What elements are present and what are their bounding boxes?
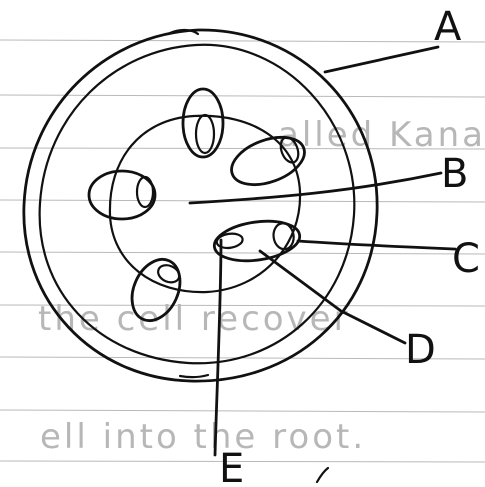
ring-tick-top [168, 28, 200, 36]
bleed-through-text-line-1: alled Kanal - Ov [278, 115, 485, 155]
xylem-vessel-top [181, 87, 225, 159]
xylem-vessel-left [87, 169, 157, 221]
bleed-through-text-line-3: ell into the root. [40, 417, 366, 457]
label-a: A [434, 4, 462, 50]
leader-line-d [258, 249, 407, 345]
xylem-vessel-bottom-left [130, 258, 182, 322]
outer-ring [22, 28, 379, 383]
label-d: D [405, 327, 436, 373]
leader-line-c [296, 239, 457, 251]
xylem-vessel-upper-right [230, 135, 306, 187]
label-c: C [452, 236, 480, 282]
stray-pen-mark [315, 466, 330, 484]
xylem-vessel-lower-right [212, 219, 302, 263]
bleed-through-text-line-2: the cell recover [38, 299, 351, 339]
notebook-ruled-lines [0, 39, 485, 463]
label-e: E [219, 446, 244, 487]
leader-line-e [213, 238, 223, 457]
leader-line-a [323, 45, 440, 74]
ring-tick-bottom [178, 373, 210, 379]
vascular-cylinder-circle [108, 114, 302, 294]
leader-line-b [188, 171, 443, 205]
label-b: B [441, 151, 468, 197]
inner-ring [38, 43, 356, 365]
